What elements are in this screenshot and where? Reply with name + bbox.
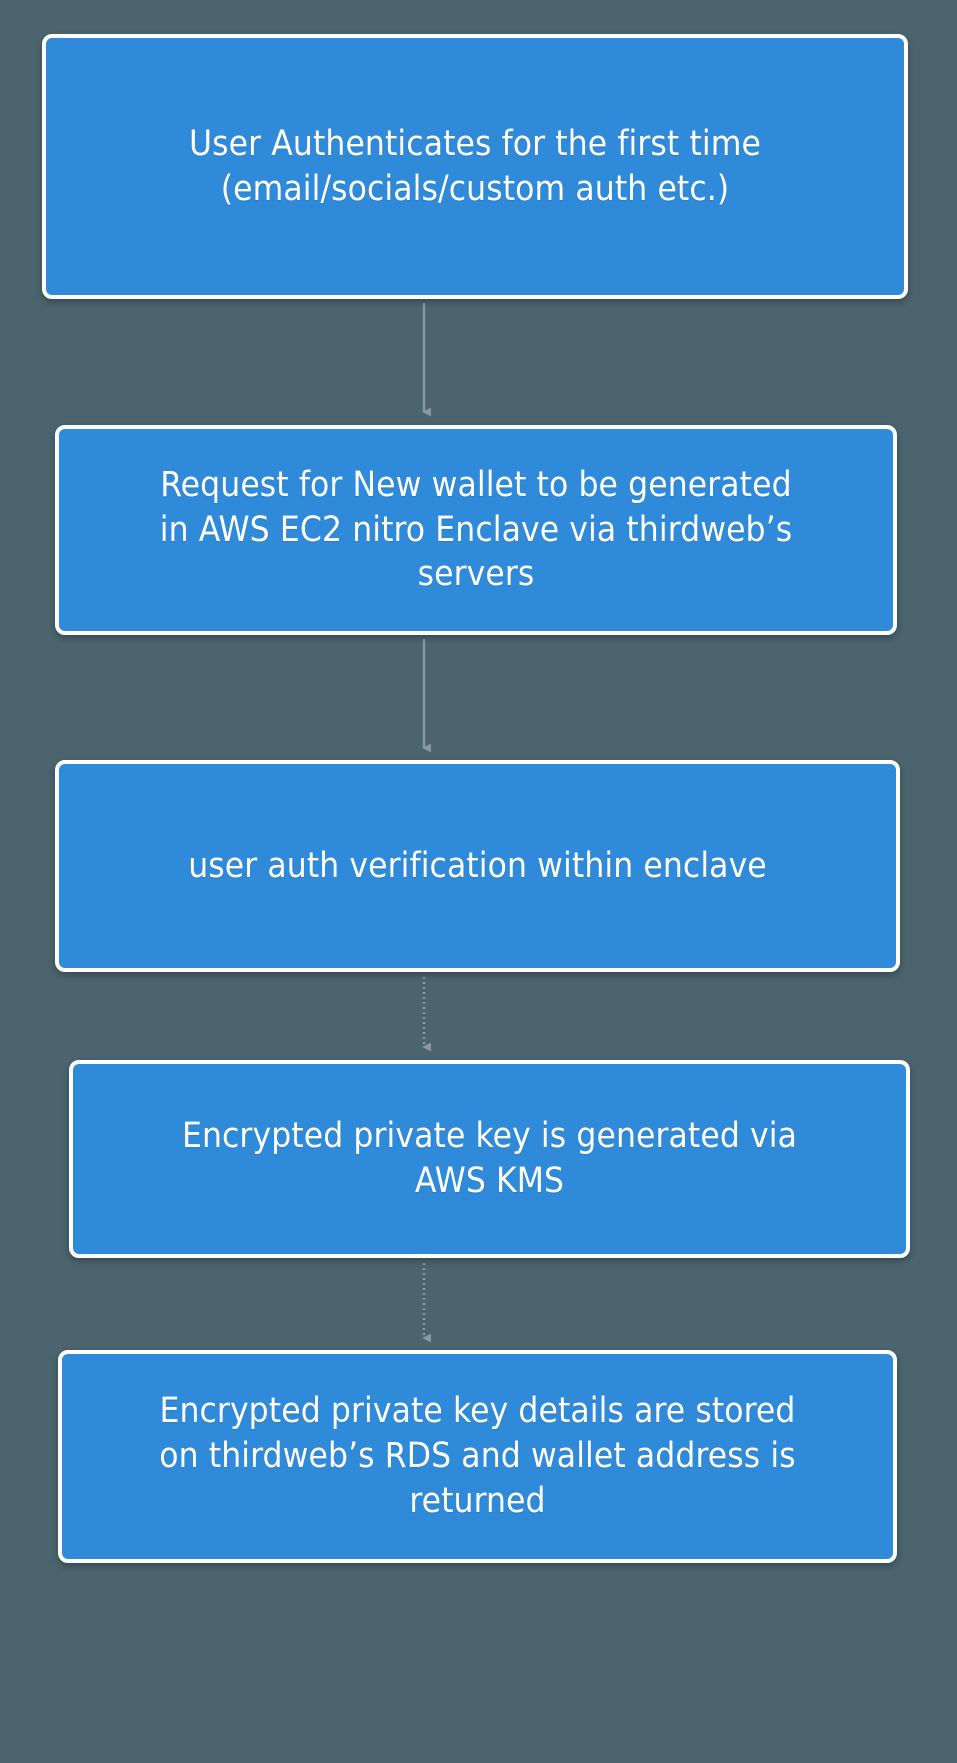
- flow-node-label: User Authenticates for the first time (e…: [188, 123, 762, 209]
- flow-node-label: Request for New wallet to be generated i…: [159, 464, 793, 595]
- flow-node-key-details-stored[interactable]: Encrypted private key details are stored…: [58, 1350, 897, 1563]
- flow-node-user-authenticates[interactable]: User Authenticates for the first time (e…: [42, 34, 908, 299]
- flow-node-label: Encrypted private key is generated via A…: [181, 1116, 798, 1201]
- flow-node-user-auth-verification[interactable]: user auth verification within enclave: [55, 760, 900, 972]
- flow-node-encrypted-key-generated[interactable]: Encrypted private key is generated via A…: [69, 1060, 910, 1258]
- flow-node-label: user auth verification within enclave: [188, 845, 767, 886]
- flow-node-request-new-wallet[interactable]: Request for New wallet to be generated i…: [55, 425, 897, 635]
- flow-node-label: Encrypted private key details are stored…: [159, 1391, 796, 1521]
